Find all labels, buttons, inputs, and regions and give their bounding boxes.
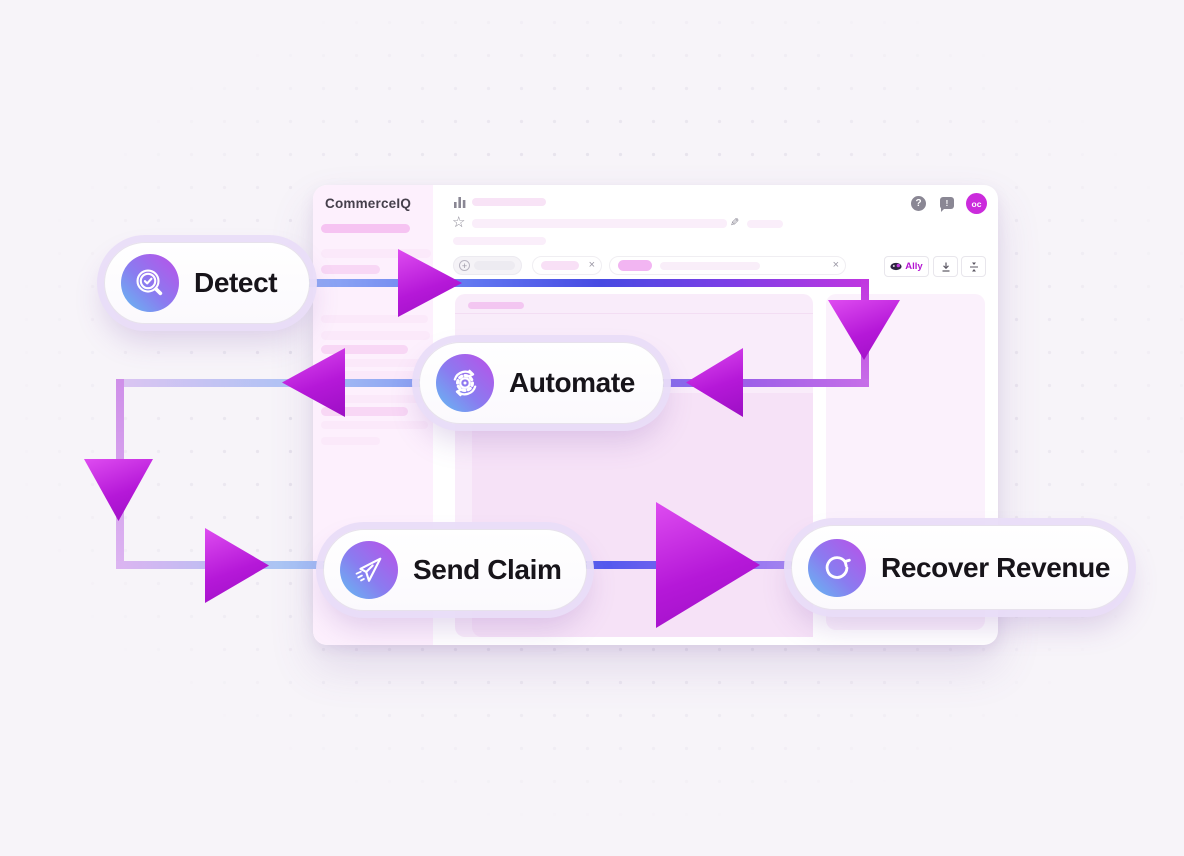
pencil-icon[interactable]: ✎ [730, 217, 740, 229]
filter-chip[interactable]: × [532, 256, 602, 275]
skeleton-bar [321, 249, 431, 258]
app-window: CommerceIQ ☆ ✎ ? ! oc + × × [313, 185, 998, 645]
close-icon[interactable]: × [588, 259, 595, 271]
feedback-icon[interactable]: ! [940, 197, 954, 212]
align-center-icon [969, 262, 978, 271]
align-center-button[interactable] [961, 256, 986, 277]
help-icon[interactable]: ? [911, 196, 926, 211]
skeleton-bar [321, 395, 428, 403]
skeleton-bar [321, 265, 380, 274]
skeleton-bar [321, 345, 408, 354]
skeleton-bar [747, 220, 783, 228]
skeleton-bar [321, 407, 408, 416]
magnifier-check-icon [121, 254, 179, 312]
download-button[interactable] [933, 256, 958, 277]
skeleton-bar [321, 224, 410, 233]
paper-plane-icon [340, 541, 398, 599]
star-icon[interactable]: ☆ [452, 214, 466, 231]
skeleton-bar [453, 237, 546, 245]
skeleton-bar [321, 331, 430, 340]
flow-step-detect[interactable]: Detect [104, 242, 310, 324]
ally-label: Ally [905, 261, 923, 272]
flow-step-recover-revenue[interactable]: Recover Revenue [791, 525, 1129, 610]
skeleton-bar [321, 437, 380, 445]
flow-step-label: Recover Revenue [881, 551, 1111, 583]
skeleton-bar [472, 219, 727, 228]
gear-sync-icon [436, 354, 494, 412]
add-filter-chip[interactable]: + [453, 256, 522, 275]
flow-step-automate[interactable]: Automate [419, 342, 664, 424]
avatar[interactable]: oc [966, 193, 987, 214]
divider [455, 313, 813, 314]
ally-mascot-icon [890, 262, 902, 271]
skeleton-bar [321, 371, 428, 379]
skeleton-bar [474, 261, 515, 270]
download-icon [942, 262, 949, 272]
flow-step-send-claim[interactable]: Send Claim [323, 529, 587, 611]
flow-step-label: Automate [509, 367, 635, 398]
skeleton-bar [468, 302, 524, 309]
ally-button[interactable]: Ally [884, 256, 929, 277]
app-logo: CommerceIQ [325, 196, 412, 211]
close-icon[interactable]: × [832, 259, 839, 271]
skeleton-bar [660, 261, 760, 270]
skeleton-bar [541, 261, 579, 270]
skeleton-bar [618, 260, 652, 271]
refresh-icon [808, 538, 866, 597]
flow-step-label: Send Claim [413, 554, 562, 585]
filter-chip[interactable]: × [609, 256, 846, 275]
content-panel [455, 294, 813, 637]
plus-circle-icon: + [459, 260, 470, 271]
flow-line-top [200, 279, 869, 287]
skeleton-bar [321, 359, 428, 367]
skeleton-bar [472, 198, 546, 206]
bar-chart-icon [454, 197, 466, 208]
skeleton-bar [321, 421, 428, 429]
flow-step-label: Detect [194, 267, 278, 298]
skeleton-bar [321, 315, 428, 323]
